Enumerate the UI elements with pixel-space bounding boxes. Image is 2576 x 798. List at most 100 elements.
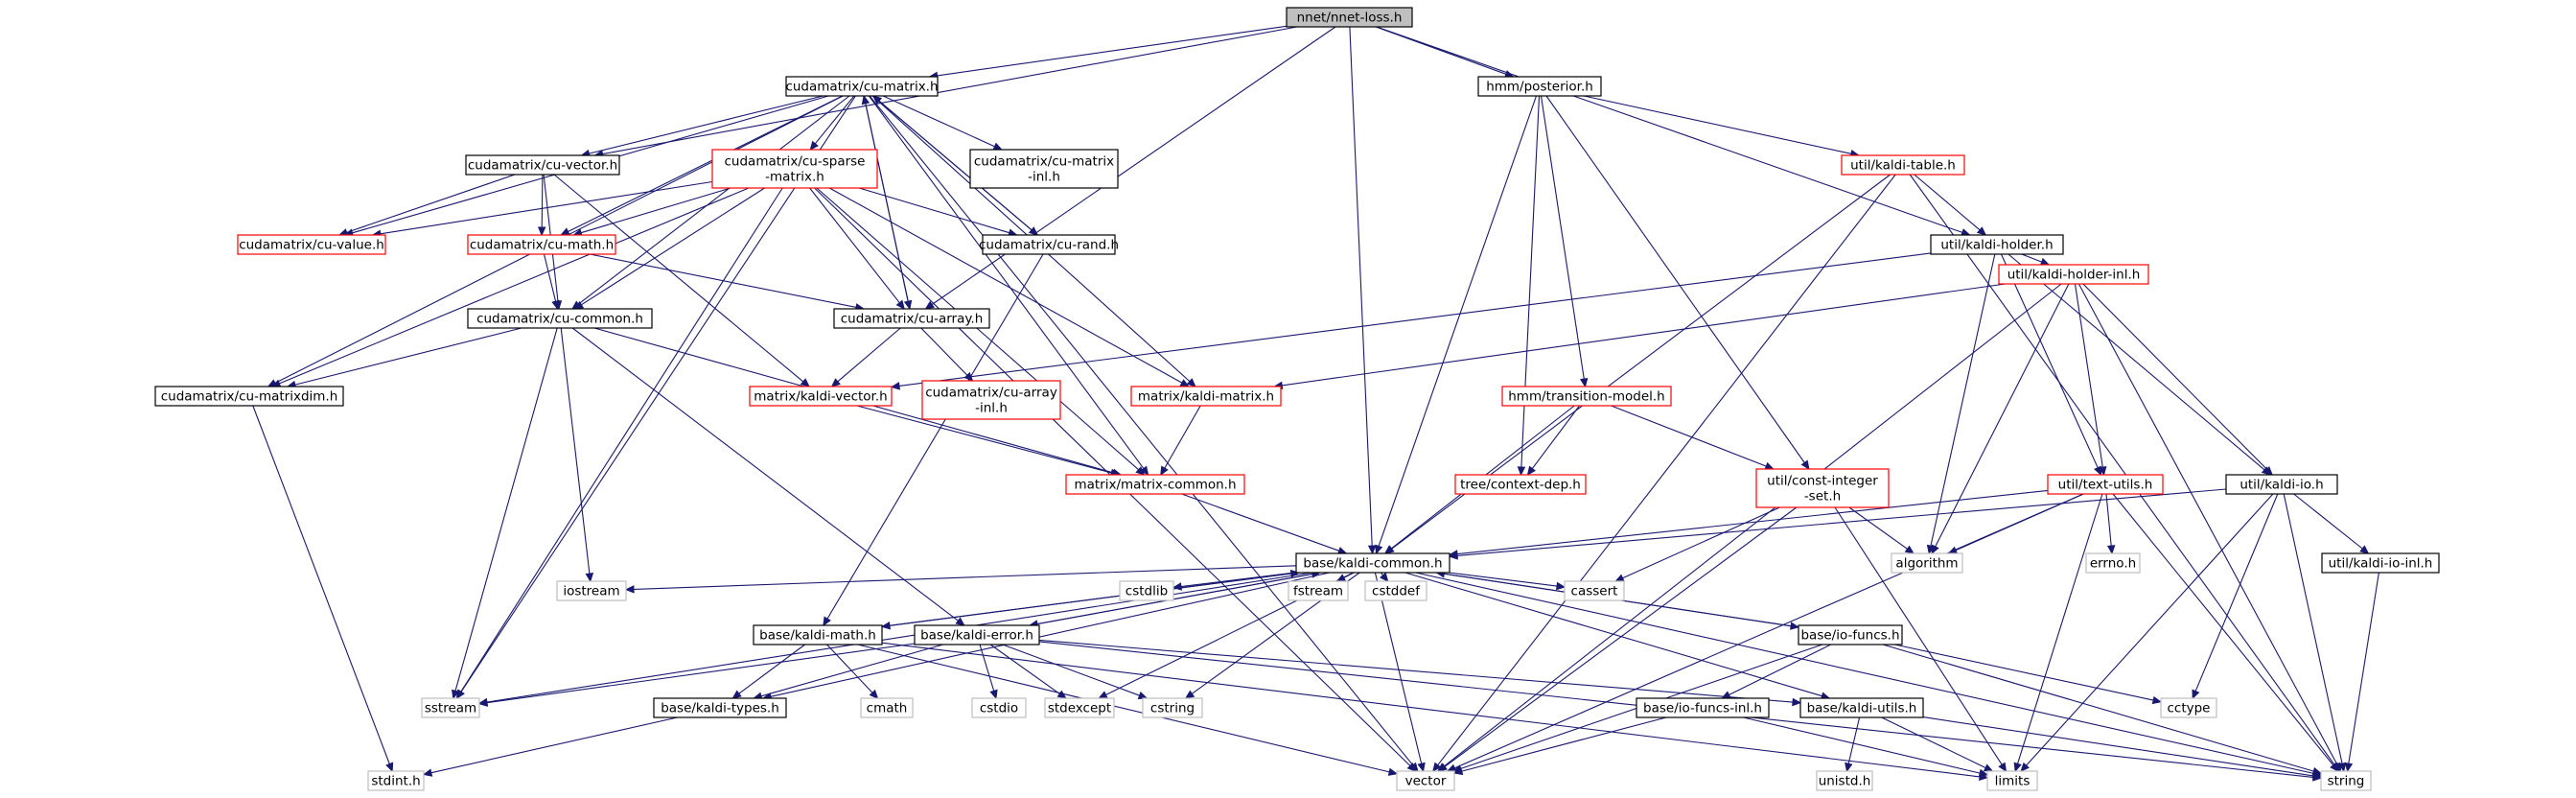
- node-kaldiio-label: util/kaldi-io.h: [2239, 478, 2323, 493]
- node-limits: limits: [1986, 770, 2038, 791]
- edge-textutils-to-limits: [2016, 493, 2103, 764]
- arrowhead-cuarray-to-kaldivector: [830, 378, 841, 387]
- node-stdint-label: stdint.h: [371, 774, 420, 789]
- node-cumatrixinl-label-line2: -inl.h: [1028, 170, 1060, 185]
- node-cuarray[interactable]: cudamatrix/cu-array.h: [833, 308, 990, 329]
- arrowhead-kaldiio-to-kaldiioinl: [2359, 545, 2370, 554]
- node-constintset-label-line1: util/const-integer: [1767, 474, 1878, 489]
- node-contextdep[interactable]: tree/context-dep.h: [1454, 474, 1587, 495]
- node-unistd-box: [1816, 770, 1873, 791]
- node-kaldimatrix-box: [1130, 386, 1282, 407]
- node-cuarrayinl[interactable]: cudamatrix/cu-array-inl.h: [921, 380, 1061, 420]
- node-posterior[interactable]: hmm/posterior.h: [1477, 76, 1602, 97]
- node-kaldierror[interactable]: base/kaldi-error.h: [914, 624, 1040, 645]
- node-kalditable[interactable]: util/kaldi-table.h: [1841, 154, 1965, 176]
- edge-matrixcommon-to-kaldicommon: [1181, 493, 1339, 552]
- arrowhead-kaldicommon-to-vector: [1417, 762, 1426, 773]
- edge-kaldierror-to-kaldiutils: [1038, 639, 1794, 703]
- edge-kaldiutils-to-limits: [1881, 716, 1986, 768]
- node-cuvalue[interactable]: cudamatrix/cu-value.h: [237, 234, 386, 255]
- node-cucommon-label: cudamatrix/cu-common.h: [476, 312, 643, 327]
- node-iofuncs[interactable]: base/io-funcs.h: [1798, 624, 1903, 645]
- node-curand[interactable]: cudamatrix/cu-rand.h: [979, 234, 1119, 255]
- node-textutils[interactable]: util/text-utils.h: [2047, 474, 2164, 495]
- arrowhead-cusparse-to-vector: [1406, 763, 1417, 772]
- edge-constintset-to-algorithm: [1848, 506, 1908, 550]
- edge-transmodel-to-constintset: [1611, 405, 1767, 467]
- node-cumatrixinl[interactable]: cudamatrix/cu-matrix-inl.h: [969, 149, 1119, 189]
- node-kaldicommon[interactable]: base/kaldi-common.h: [1295, 552, 1450, 574]
- node-kaldicommon-label: base/kaldi-common.h: [1303, 556, 1442, 572]
- node-cuvector-box: [465, 154, 620, 176]
- edge-root-to-kaldicommon: [1349, 26, 1373, 547]
- edge-constintset-to-limits: [1834, 506, 2003, 765]
- arrowhead-cuvector-to-kaldivector: [800, 378, 810, 387]
- node-errno-label: errno.h: [2090, 556, 2136, 572]
- arrowhead-kaldimath-to-vector: [1387, 767, 1399, 776]
- node-kaldiio[interactable]: util/kaldi-io.h: [2225, 474, 2338, 495]
- edge-cusparse-to-curand: [858, 187, 1010, 234]
- node-kaldiholder[interactable]: util/kaldi-holder.h: [1930, 234, 2064, 255]
- edge-cumatrix-to-cumath: [568, 95, 844, 232]
- edge-kaldiutils-to-unistd: [1847, 716, 1861, 764]
- node-root-label: nnet/nnet-loss.h: [1297, 11, 1403, 26]
- node-constintset-label-line2: -set.h: [1804, 489, 1841, 505]
- edge-kaldiholderinl-to-kaldimatrix: [1282, 283, 2006, 387]
- node-kaldicommon-box: [1295, 552, 1450, 574]
- arrowhead-cucommon-to-iostream: [585, 573, 594, 583]
- edge-cusparse-to-matrixcommon: [816, 187, 1139, 471]
- arrowhead-cuarray-to-cumatrix: [861, 94, 870, 106]
- node-iostream-box: [556, 580, 627, 601]
- edge-cusparse-to-sstream: [460, 187, 783, 692]
- node-cuarrayinl-label-line2: -inl.h: [975, 401, 1008, 416]
- edge-cucommon-to-iostream: [560, 327, 591, 575]
- node-contextdep-label: tree/context-dep.h: [1460, 478, 1581, 493]
- edge-kaldiholderinl-to-kaldiio: [2082, 283, 2267, 470]
- node-kaldiutils[interactable]: base/kaldi-utils.h: [1799, 697, 1924, 718]
- edge-iofuncsinl-to-limits: [1743, 716, 1981, 774]
- arrowhead-kaldimath-to-kalditypes: [731, 690, 742, 699]
- arrowhead-cucommon-to-kaldierror: [955, 617, 965, 626]
- node-iofuncsinl[interactable]: base/io-funcs-inl.h: [1636, 697, 1770, 718]
- node-vector: vector: [1396, 770, 1455, 791]
- node-cstring: cstring: [1142, 697, 1203, 718]
- node-transmodel[interactable]: hmm/transition-model.h: [1501, 386, 1672, 407]
- arrowhead-kaldiholderinl-to-kaldiio: [2263, 466, 2273, 476]
- edge-kalditable-to-vector: [1437, 174, 1896, 766]
- node-cuarrayinl-label-line1: cudamatrix/cu-array: [925, 386, 1057, 401]
- node-kaldivector[interactable]: matrix/kaldi-vector.h: [749, 386, 893, 407]
- edge-cumatrix-to-cusparse: [814, 95, 855, 145]
- edge-cumath-to-cucommon: [543, 253, 557, 302]
- node-matrixcommon[interactable]: matrix/matrix-common.h: [1065, 474, 1245, 495]
- node-kaldiholderinl[interactable]: util/kaldi-holder-inl.h: [1998, 264, 2149, 285]
- node-kaldiioinl[interactable]: util/kaldi-io-inl.h: [2321, 552, 2440, 574]
- arrowhead-curand-to-cumatrix: [871, 95, 883, 105]
- node-kalditypes[interactable]: base/kaldi-types.h: [653, 697, 787, 718]
- edge-kaldicommon-to-kalditypes: [770, 572, 1331, 697]
- node-cstdlib-box: [1119, 580, 1174, 601]
- node-cumatrix[interactable]: cudamatrix/cu-matrix.h: [785, 76, 939, 97]
- node-cumatrixdim[interactable]: cudamatrix/cu-matrixdim.h: [154, 386, 344, 407]
- node-cuvector[interactable]: cudamatrix/cu-vector.h: [465, 154, 620, 176]
- arrowhead-cumatrix-to-kaldimatrix: [1186, 378, 1196, 387]
- node-string-label: string: [2328, 774, 2365, 789]
- edge-kaldimath-to-cmath: [826, 644, 873, 693]
- arrowhead-kaldicommon-to-cstring: [1184, 690, 1195, 699]
- arrowhead-kalditable-to-vector: [1432, 762, 1442, 772]
- edge-cusparse-to-cumath: [580, 187, 731, 234]
- edge-constintset-to-cassert: [1622, 506, 1780, 579]
- node-cucommon[interactable]: cudamatrix/cu-common.h: [467, 308, 653, 329]
- node-constintset[interactable]: util/const-integer-set.h: [1755, 468, 1890, 508]
- edge-iofuncs-to-iofuncsinl: [1729, 644, 1831, 695]
- edge-cusparse-to-cuarray: [809, 187, 900, 304]
- node-kaldimatrix[interactable]: matrix/kaldi-matrix.h: [1130, 386, 1282, 407]
- node-stdexcept-box: [1044, 697, 1115, 718]
- node-kaldimath[interactable]: base/kaldi-math.h: [753, 624, 883, 645]
- node-sstream-box: [421, 697, 480, 718]
- edge-cuarray-to-cumatrix: [865, 103, 911, 310]
- edge-cumatrix-to-vector: [869, 95, 1414, 766]
- node-sstream-label: sstream: [425, 701, 476, 716]
- node-cumath[interactable]: cudamatrix/cu-math.h: [467, 234, 616, 255]
- edge-kaldiio-to-kaldicommon: [1456, 488, 2227, 556]
- node-cusparse[interactable]: cudamatrix/cu-sparse-matrix.h: [711, 149, 878, 189]
